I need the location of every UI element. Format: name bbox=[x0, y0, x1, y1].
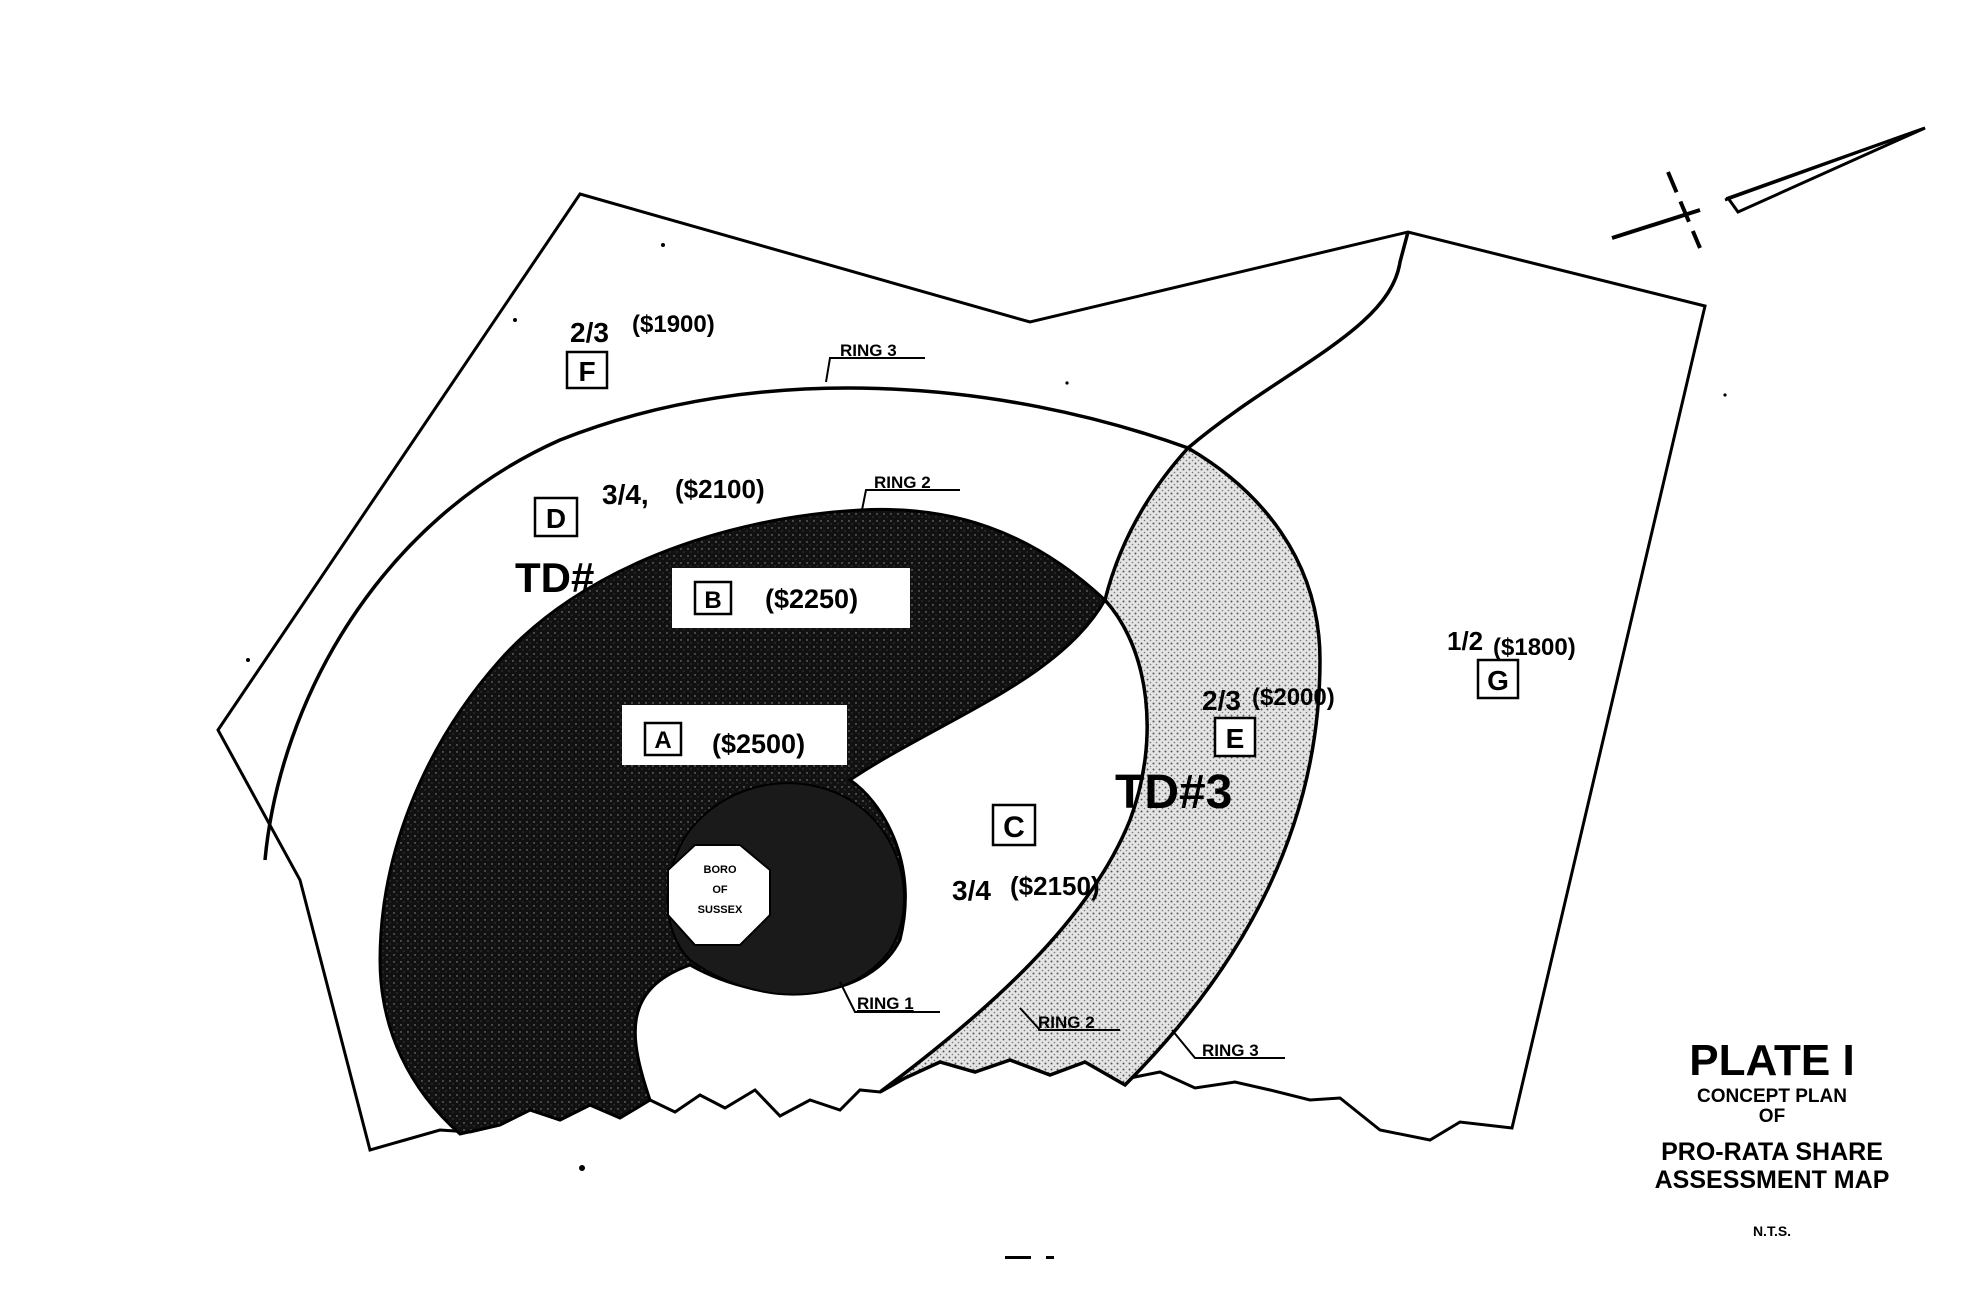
boro-label-line2: OF bbox=[712, 884, 728, 896]
zone-c-fraction: 3/4 bbox=[952, 875, 991, 906]
district-td-left: TD# bbox=[515, 554, 594, 601]
zone-b-share: ($2250) bbox=[765, 584, 858, 614]
zone-a-letter: A bbox=[654, 727, 671, 754]
zone-g-fraction: 1/2 bbox=[1447, 626, 1483, 656]
title-line4: ASSESSMENT MAP bbox=[1655, 1166, 1890, 1194]
zone-e-letter: E bbox=[1226, 723, 1245, 754]
ring1-leader bbox=[839, 981, 940, 1013]
zone-c-boundary bbox=[879, 598, 1149, 1094]
zone-g-box bbox=[1476, 658, 1520, 700]
boro-label-line1: BORO bbox=[704, 864, 737, 876]
scan-specks bbox=[246, 243, 1727, 1259]
zone-c-box bbox=[991, 803, 1037, 847]
north-arrow-icon bbox=[1611, 126, 1926, 249]
district-td3: TD#3 bbox=[1115, 766, 1232, 819]
zone-g-letter: G bbox=[1487, 665, 1509, 696]
ring2-top-leader bbox=[861, 489, 960, 511]
ring3-bottom-leader bbox=[1171, 1029, 1285, 1059]
zone-d-share: ($2100) bbox=[675, 474, 765, 504]
zone-c-letter: C bbox=[1003, 811, 1025, 844]
zone-a-box bbox=[643, 721, 683, 757]
title-line2: OF bbox=[1759, 1106, 1785, 1127]
zone-a-share: ($2500) bbox=[712, 729, 805, 759]
ring-3-north-line bbox=[1186, 231, 1410, 450]
zone-f-letter: F bbox=[578, 356, 595, 387]
title-line1: CONCEPT PLAN bbox=[1697, 1086, 1847, 1107]
ring2-bottom-label: RING 2 bbox=[1038, 1013, 1095, 1032]
scale-note: N.T.S. bbox=[1753, 1223, 1791, 1239]
ring2-top-label: RING 2 bbox=[874, 473, 931, 492]
zone-c-share: ($2150) bbox=[1010, 871, 1100, 901]
ring-3-line bbox=[263, 386, 1189, 861]
zone-e-share: ($2000) bbox=[1252, 684, 1335, 711]
ring3-bottom-label: RING 3 bbox=[1202, 1041, 1259, 1060]
plate-title: PLATE I bbox=[1689, 1036, 1854, 1085]
zone-e-fraction: 2/3 bbox=[1202, 685, 1241, 716]
ring2-bottom-leader bbox=[1019, 1007, 1120, 1031]
zone-e-box bbox=[1213, 716, 1257, 758]
zone-b-box bbox=[693, 580, 733, 616]
zone-d-letter: D bbox=[546, 503, 566, 534]
zone-f-fraction: 2/3 bbox=[570, 317, 609, 348]
boro-label-line3: SUSSEX bbox=[698, 904, 743, 916]
ring3-top-leader bbox=[825, 357, 925, 383]
zone-d-box bbox=[533, 496, 579, 538]
zone-f-box bbox=[565, 350, 609, 390]
ring3-top-label: RING 3 bbox=[840, 341, 897, 360]
zone-b-letter: B bbox=[704, 587, 721, 614]
ring1-label: RING 1 bbox=[857, 994, 914, 1013]
zone-g-share: ($1800) bbox=[1493, 634, 1576, 661]
zone-f-share: ($1900) bbox=[632, 311, 715, 338]
title-line3: PRO-RATA SHARE bbox=[1661, 1138, 1883, 1166]
zone-d-fraction: 3/4, bbox=[602, 479, 649, 510]
boro-octagon bbox=[667, 844, 771, 946]
